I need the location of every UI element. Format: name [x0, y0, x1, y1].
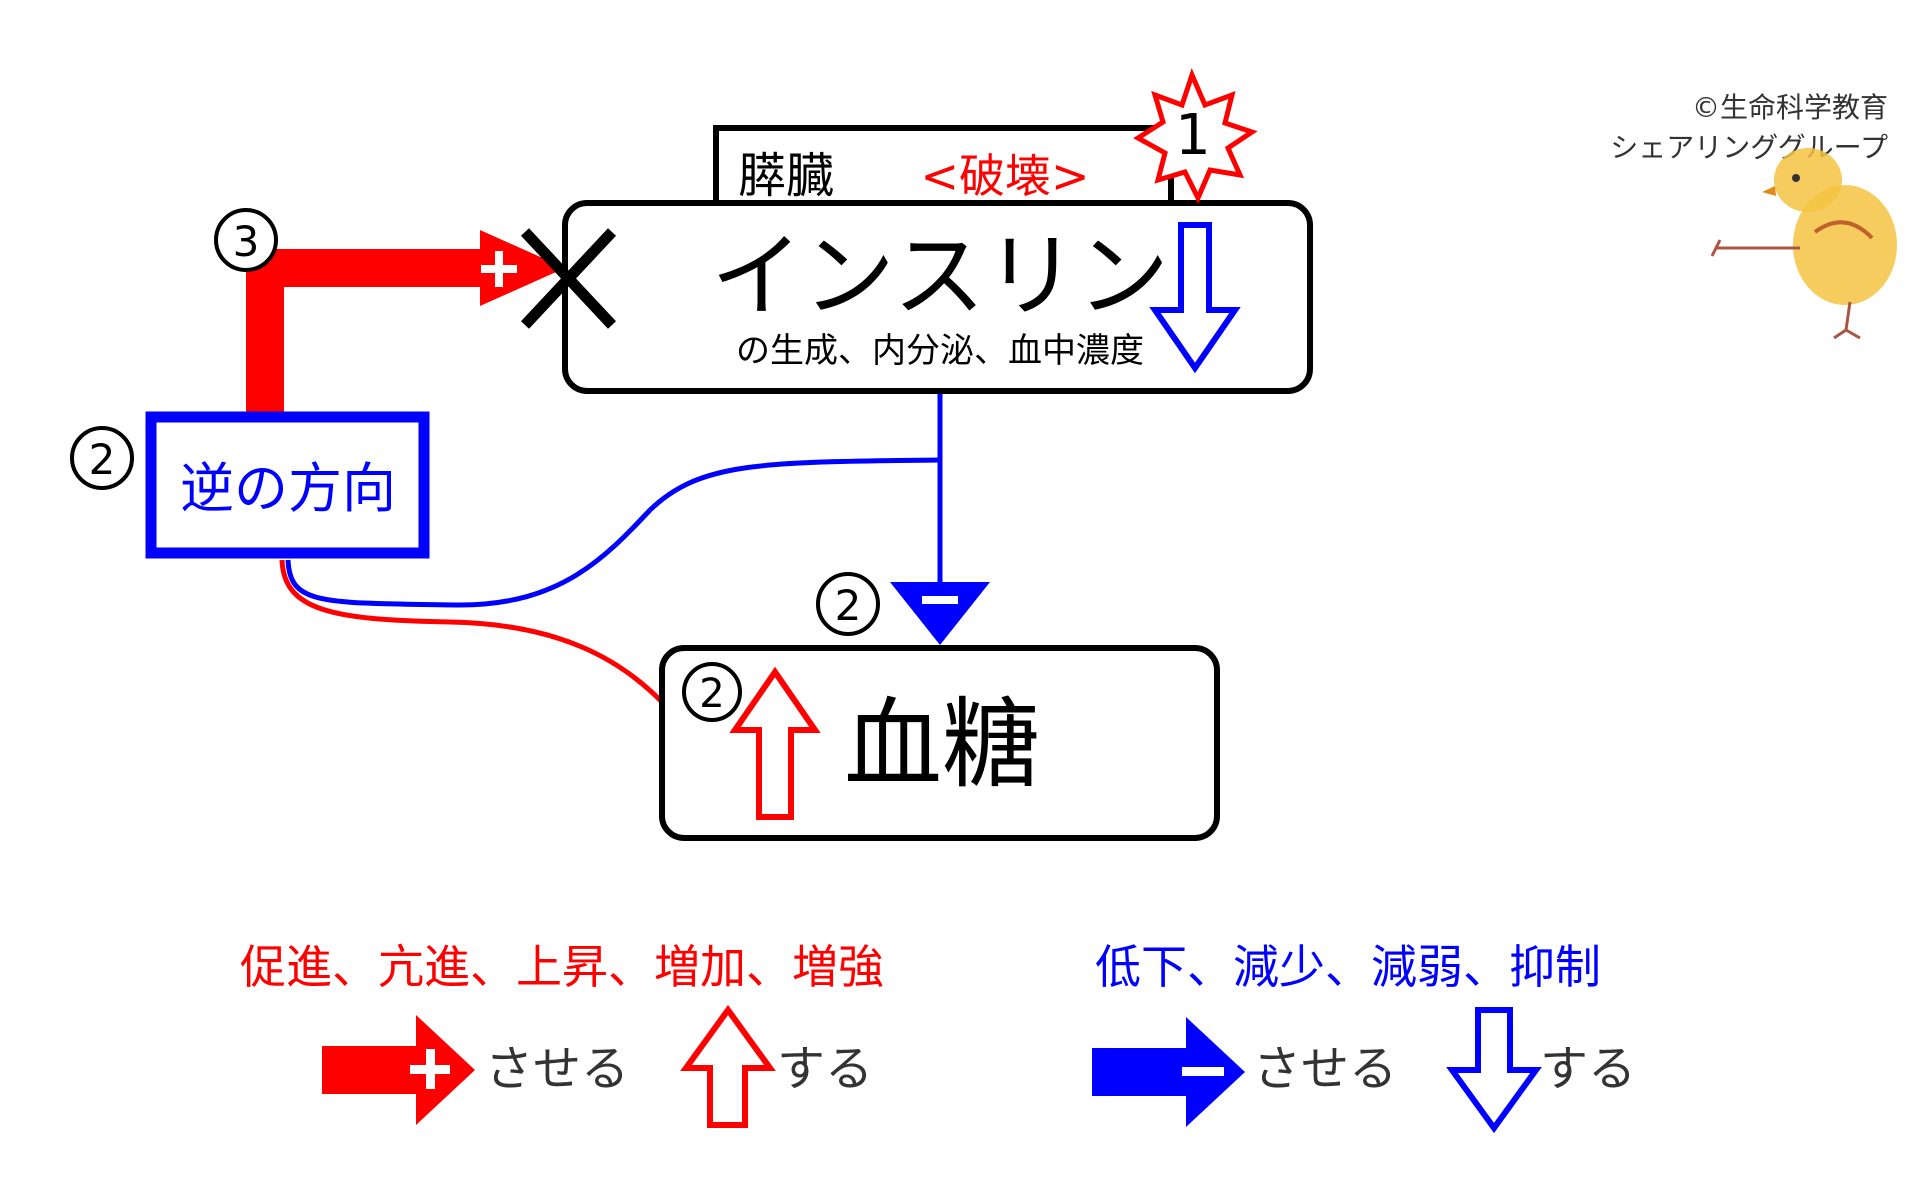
copyright-line-2: シェアリンググループ — [1610, 131, 1888, 164]
chick-mascot-icon — [1710, 148, 1897, 340]
insulin-subtitle: の生成、内分泌、血中濃度 — [736, 331, 1144, 371]
step3-circle — [214, 208, 278, 272]
step2-minus-number: 2 — [835, 581, 862, 630]
blue-connector — [285, 457, 941, 608]
legend-blue-suppress-arrow-icon — [1092, 1017, 1245, 1127]
legend-red-promote-arrow-icon — [322, 1015, 475, 1125]
step2-box-number: 2 — [89, 435, 116, 484]
legend-red-up-caption: する — [777, 1041, 873, 1097]
red-promote-arrow-shaft — [246, 249, 480, 412]
minus-sign — [922, 596, 958, 604]
step2-sugar-circle — [682, 662, 742, 722]
insulin-decrease-arrow-icon — [1149, 222, 1241, 374]
legend-red-arrow-caption: させる — [485, 1041, 629, 1097]
pancreas-label: 膵臓 — [738, 148, 834, 204]
x-mark-icon — [520, 228, 617, 329]
blood-sugar-box — [659, 645, 1220, 841]
copyright-line-1: ©生命科学教育 — [1692, 91, 1888, 124]
minus-arrowhead — [890, 582, 990, 645]
step2-box-circle — [70, 426, 134, 490]
step2-minus-circle — [816, 572, 880, 636]
legend-blue-arrow-caption: させる — [1253, 1041, 1397, 1097]
step2-sugar-number: 2 — [699, 671, 724, 717]
legend-red-up-arrow-icon — [680, 1004, 776, 1128]
blood-sugar-title: 血糖 — [844, 688, 1040, 802]
legend-blue-down-caption: する — [1540, 1041, 1636, 1097]
plus-sign-v — [495, 251, 503, 287]
explosion-star-icon — [1133, 68, 1258, 204]
pancreas-label-box — [713, 125, 1174, 215]
blood-sugar-increase-arrow-icon — [729, 666, 821, 820]
insulin-box — [562, 200, 1313, 394]
step3-number: 3 — [233, 217, 260, 266]
legend-blue-words: 低下、減少、減弱、抑制 — [1095, 940, 1601, 994]
star-number: 1 — [1175, 103, 1211, 168]
reverse-direction-box — [145, 411, 430, 559]
legend-blue-down-arrow-icon — [1446, 1007, 1542, 1134]
destroyed-label: <破壊> — [920, 149, 1089, 203]
insulin-title: インスリン — [711, 223, 1169, 330]
reverse-direction-label: 逆の方向 — [180, 457, 396, 520]
legend-red-words: 促進、亢進、上昇、増加、増強 — [240, 940, 884, 994]
